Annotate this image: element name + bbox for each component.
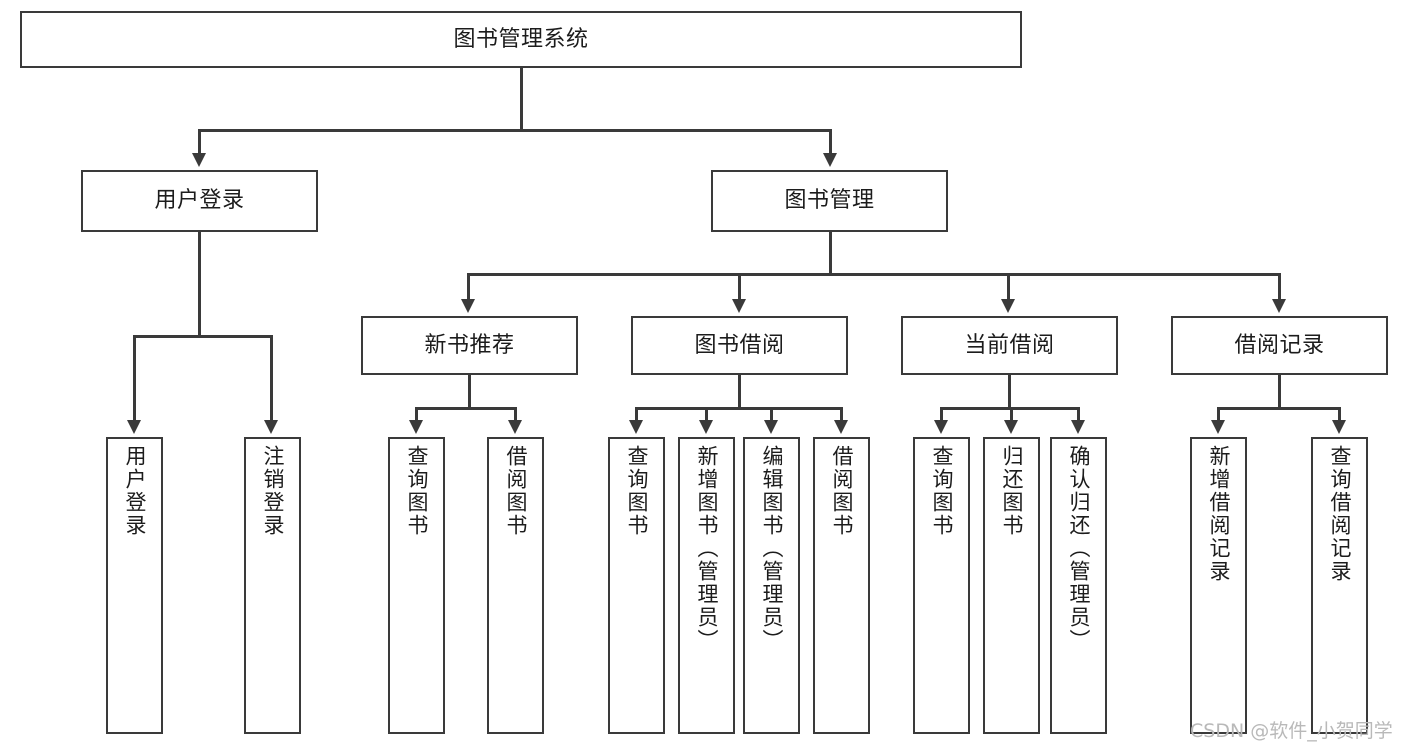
leaf-query-book-newbook-label: 查询图书 [405, 445, 429, 537]
arrow-nb-leaf1 [409, 420, 423, 434]
leaf-query-book-newbook[interactable]: 查询图书 [388, 437, 445, 734]
leaf-query-borrow-record-label: 查询借阅记录 [1328, 445, 1352, 583]
edge-current-stem [1008, 375, 1011, 409]
arrow-rec-leaf1 [1211, 420, 1225, 434]
arrow-to-user-login [192, 153, 206, 167]
leaf-query-book-borrow[interactable]: 查询图书 [608, 437, 665, 734]
node-borrow-record-label: 借阅记录 [1234, 332, 1325, 358]
edge-newbook-stem [468, 375, 471, 409]
arrow-bw-leaf1 [629, 420, 643, 434]
node-root-label: 图书管理系统 [453, 26, 589, 52]
edge-root-to-books [829, 129, 832, 156]
csdn-watermark: CSDN @软件_小贺同学 [1190, 720, 1393, 742]
leaf-confirm-return-admin-label: 确认归还（管理员） [1067, 445, 1091, 652]
leaf-borrow-book-newbook[interactable]: 借阅图书 [487, 437, 544, 734]
leaf-add-book-admin[interactable]: 新增图书（管理员） [678, 437, 735, 734]
leaf-borrow-book-newbook-label: 借阅图书 [504, 445, 528, 537]
leaf-query-borrow-record[interactable]: 查询借阅记录 [1311, 437, 1368, 734]
arrow-to-book-borrow [732, 299, 746, 313]
edge-bookmgmt-stem [829, 232, 832, 275]
node-current-borrow-label: 当前借阅 [964, 332, 1055, 358]
edge-rec-leaf1 [1217, 407, 1220, 422]
leaf-logout-label: 注销登录 [261, 445, 285, 537]
edge-root-bus [198, 129, 832, 132]
node-book-management[interactable]: 图书管理 [711, 170, 948, 232]
edge-record-stem [1278, 375, 1281, 409]
edge-cur-leaf2 [1010, 407, 1013, 422]
edge-bm-to-record [1278, 273, 1281, 301]
edge-bm-to-current [1007, 273, 1010, 301]
leaf-user-login-label: 用户登录 [123, 445, 147, 537]
leaf-query-book-current-label: 查询图书 [930, 445, 954, 537]
edge-nb-leaf2 [514, 407, 517, 422]
leaf-user-login[interactable]: 用户登录 [106, 437, 163, 734]
node-book-management-label: 图书管理 [784, 188, 875, 214]
edge-bookmgmt-bus [467, 273, 1281, 276]
leaf-logout[interactable]: 注销登录 [244, 437, 301, 734]
arrow-to-new-book [461, 299, 475, 313]
arrow-to-book-mgmt [823, 153, 837, 167]
leaf-edit-book-admin-label: 编辑图书（管理员） [760, 445, 784, 652]
edge-bw-leaf4 [840, 407, 843, 422]
arrow-bw-leaf4 [834, 420, 848, 434]
leaf-return-book-label: 归还图书 [1000, 445, 1024, 537]
edge-newbook-bus [415, 407, 517, 410]
leaf-query-book-current[interactable]: 查询图书 [913, 437, 970, 734]
leaf-edit-book-admin[interactable]: 编辑图书（管理员） [743, 437, 800, 734]
node-root[interactable]: 图书管理系统 [20, 11, 1022, 68]
edge-bw-leaf1 [635, 407, 638, 422]
node-book-borrow-label: 图书借阅 [694, 332, 785, 358]
edge-root-to-login [198, 129, 201, 156]
edge-bm-to-borrow [738, 273, 741, 301]
leaf-borrow-book[interactable]: 借阅图书 [813, 437, 870, 734]
arrow-login-leaf2 [264, 420, 278, 434]
edge-nb-leaf1 [415, 407, 418, 422]
arrow-bw-leaf2 [699, 420, 713, 434]
edge-login-bus [133, 335, 270, 338]
arrow-bw-leaf3 [764, 420, 778, 434]
leaf-query-book-borrow-label: 查询图书 [625, 445, 649, 537]
node-book-borrow[interactable]: 图书借阅 [631, 316, 848, 375]
leaf-confirm-return-admin[interactable]: 确认归还（管理员） [1050, 437, 1107, 734]
leaf-add-borrow-record[interactable]: 新增借阅记录 [1190, 437, 1247, 734]
node-user-login-label: 用户登录 [154, 188, 245, 214]
node-borrow-record[interactable]: 借阅记录 [1171, 316, 1388, 375]
node-current-borrow[interactable]: 当前借阅 [901, 316, 1118, 375]
arrow-cur-leaf2 [1004, 420, 1018, 434]
edge-login-stem [198, 232, 201, 337]
edge-rec-leaf2 [1338, 407, 1341, 422]
leaf-add-book-admin-label: 新增图书（管理员） [695, 445, 719, 652]
edge-bw-leaf2 [705, 407, 708, 422]
edge-borrow-stem [738, 375, 741, 409]
arrow-rec-leaf2 [1332, 420, 1346, 434]
arrow-cur-leaf1 [934, 420, 948, 434]
node-new-book-recommend-label: 新书推荐 [424, 332, 515, 358]
arrow-to-current [1001, 299, 1015, 313]
node-new-book-recommend[interactable]: 新书推荐 [361, 316, 578, 375]
edge-record-bus [1217, 407, 1341, 410]
node-user-login[interactable]: 用户登录 [81, 170, 318, 232]
edge-bm-to-new [467, 273, 470, 301]
edge-borrow-bus [635, 407, 842, 410]
arrow-nb-leaf2 [508, 420, 522, 434]
edge-root-stem [520, 68, 523, 130]
edge-cur-leaf1 [940, 407, 943, 422]
leaf-return-book[interactable]: 归还图书 [983, 437, 1040, 734]
arrow-to-record [1272, 299, 1286, 313]
edge-current-bus [940, 407, 1079, 410]
edge-bw-leaf3 [770, 407, 773, 422]
arrow-login-leaf1 [127, 420, 141, 434]
edge-cur-leaf3 [1077, 407, 1080, 422]
leaf-borrow-book-label: 借阅图书 [830, 445, 854, 537]
edge-login-leaf2 [270, 335, 273, 422]
edge-login-leaf1 [133, 335, 136, 422]
arrow-cur-leaf3 [1071, 420, 1085, 434]
leaf-add-borrow-record-label: 新增借阅记录 [1207, 445, 1231, 583]
